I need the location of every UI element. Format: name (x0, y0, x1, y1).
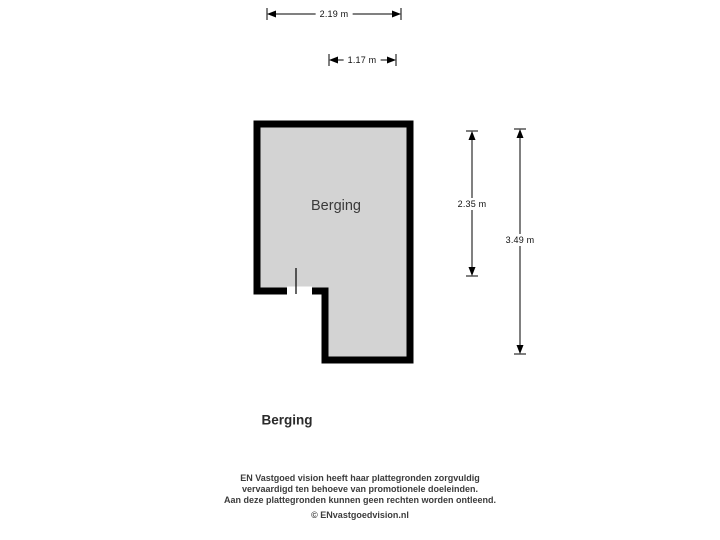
plan-title: Berging (261, 412, 313, 428)
room-label: Berging (311, 198, 361, 214)
dim-label-upper-height: 2.35 m (453, 198, 491, 210)
disclaimer: EN Vastgoed vision heeft haar plattegron… (0, 473, 720, 521)
disclaimer-line-2: vervaardigd ten behoeve van promotionele… (241, 484, 479, 494)
dim-label-inner-width: 1.17 m (343, 54, 381, 66)
disclaimer-line-1: EN Vastgoed vision heeft haar plattegron… (240, 473, 480, 483)
dim-label-top-width: 2.19 m (315, 8, 353, 20)
room-outline (253, 120, 414, 364)
copyright-line: © ENvastgoedvision.nl (311, 510, 409, 520)
dim-label-total-height: 3.49 m (501, 234, 539, 246)
disclaimer-line-3: Aan deze plattegronden kunnen geen recht… (223, 495, 497, 505)
